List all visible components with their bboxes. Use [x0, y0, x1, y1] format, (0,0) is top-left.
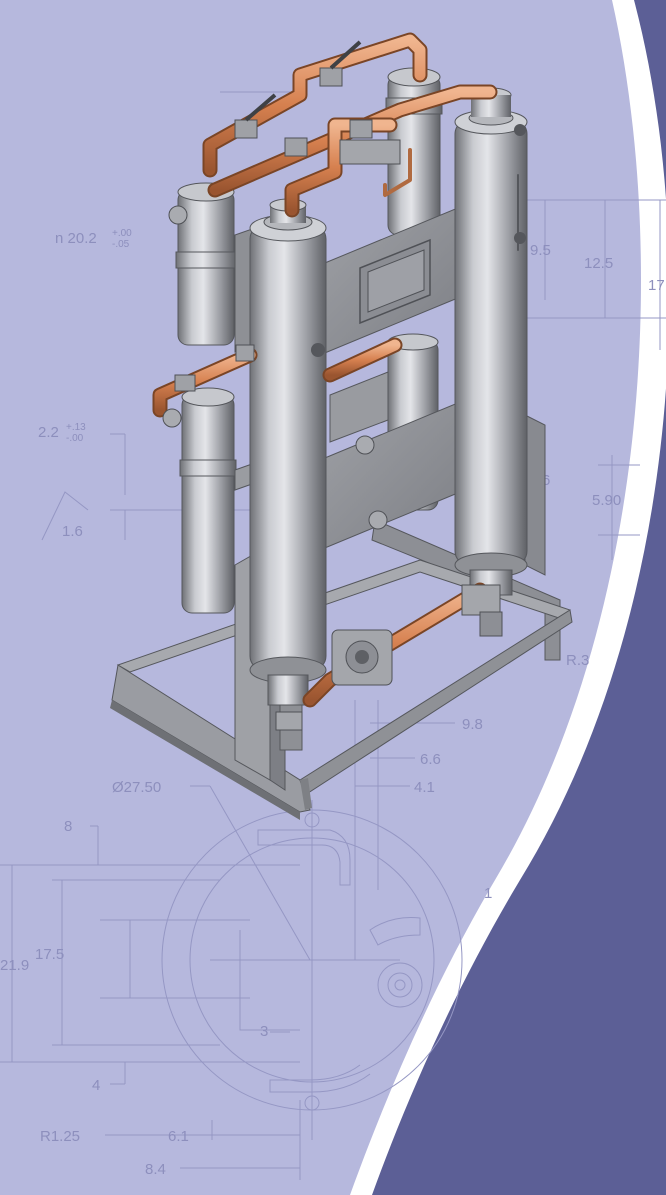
dim-6-6: 6.6	[420, 751, 441, 768]
dim-1: 1	[484, 885, 492, 902]
ball-valves	[162, 40, 401, 530]
dimension-labels: n 20.2 +.00 -.05 9.5 12.5 17 2.2 +.13 -.…	[0, 228, 665, 1178]
dryer-model	[110, 32, 573, 820]
dim-9-8: 9.8	[462, 716, 483, 733]
dim-21-9: 21.9	[0, 957, 29, 974]
dim-2-2-tol-plus: +.13	[66, 422, 86, 433]
prefilter-left	[175, 182, 237, 614]
dim-4: 4	[92, 1077, 100, 1094]
dim-diameter: Ø27.50	[112, 779, 161, 796]
dim-n20: n 20.2	[55, 230, 97, 247]
dim-8: 8	[64, 818, 72, 835]
dim-17-5: 17.5	[35, 946, 64, 963]
dim-r1-25: R1.25	[40, 1128, 80, 1145]
dim-1-6: 1.6	[62, 523, 83, 540]
dim-2-2-tol-minus: -.00	[66, 433, 84, 444]
dim-12-5: 12.5	[584, 255, 613, 272]
skid-frame	[110, 519, 573, 820]
dim-2-2: 2.2	[38, 424, 59, 441]
dim-4-1: 4.1	[414, 779, 435, 796]
dim-n20-tol-minus: -.05	[112, 239, 130, 250]
dim-17: 17	[648, 277, 665, 294]
dim-r3: R.3	[566, 652, 589, 669]
dim-9-5: 9.5	[530, 242, 551, 259]
dim-3: 3	[260, 1023, 268, 1040]
switching-valve	[275, 584, 503, 731]
dim-6: 6	[542, 472, 550, 489]
dim-6-1: 6.1	[168, 1128, 189, 1145]
dim-n20-tol-plus: +.00	[112, 228, 132, 239]
dim-8-4: 8.4	[145, 1161, 166, 1178]
adsorption-tower-right	[454, 87, 528, 596]
adsorption-tower-left	[249, 198, 327, 751]
dim-5-90: 5.90	[592, 492, 621, 509]
